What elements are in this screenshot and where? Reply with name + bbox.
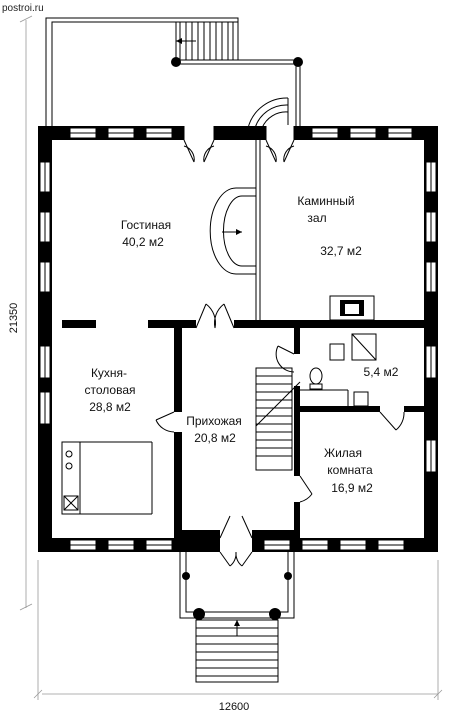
top-windows <box>69 125 413 163</box>
porch <box>179 552 295 683</box>
bath-fixtures <box>309 333 377 407</box>
room-name: Прихожая <box>186 414 242 428</box>
left-windows <box>39 161 51 425</box>
porch-stair <box>195 619 279 683</box>
bath-doors <box>275 345 405 431</box>
bedroom-door <box>299 475 313 503</box>
column <box>182 572 190 580</box>
column <box>269 608 281 620</box>
interior-walls <box>62 140 424 538</box>
column <box>171 57 181 67</box>
room-bath: 5,4 м2 <box>364 365 399 379</box>
dimension-lines <box>19 15 443 700</box>
room-area: 28,8 м2 <box>89 400 131 414</box>
right-windows <box>425 161 437 473</box>
room-name: столовая <box>85 383 136 397</box>
kitchen-door <box>155 411 175 433</box>
terrace <box>45 17 303 129</box>
dimension-width: 12600 <box>219 701 250 713</box>
room-name: комната <box>327 463 373 477</box>
staircase <box>255 367 301 471</box>
column <box>193 608 205 620</box>
room-area: 32,7 м2 <box>320 244 362 258</box>
exterior-walls <box>38 126 438 552</box>
terrace-stair <box>175 21 239 61</box>
room-living: Гостиная 40,2 м2 <box>121 218 171 249</box>
room-area: 40,2 м2 <box>122 235 164 249</box>
room-kitchen: Кухня- столовая 28,8 м2 <box>85 366 136 414</box>
entrance-door <box>219 515 253 567</box>
watermark: postroi.ru <box>2 3 44 14</box>
room-hall: Прихожая 20,8 м2 <box>186 414 242 445</box>
fireplace-bay <box>209 187 256 275</box>
column <box>284 572 292 580</box>
room-name: зал <box>307 211 326 225</box>
living-hall-door <box>195 303 235 329</box>
kitchen-counter <box>61 441 153 515</box>
room-area: 16,9 м2 <box>331 481 373 495</box>
room-name: Гостиная <box>121 218 171 232</box>
room-area: 20,8 м2 <box>194 431 236 445</box>
room-fireplace: Каминный зал 32,7 м2 <box>297 194 362 258</box>
dimension-height: 21350 <box>8 303 20 334</box>
column <box>293 57 303 67</box>
room-name: Кухня- <box>91 366 127 380</box>
room-name: Жилая <box>324 446 362 460</box>
room-area: 5,4 м2 <box>364 365 399 379</box>
fireplace <box>329 295 375 321</box>
room-bedroom: Жилая комната 16,9 м2 <box>324 446 373 495</box>
bottom-windows <box>69 539 405 551</box>
room-name: Каминный <box>297 194 354 208</box>
